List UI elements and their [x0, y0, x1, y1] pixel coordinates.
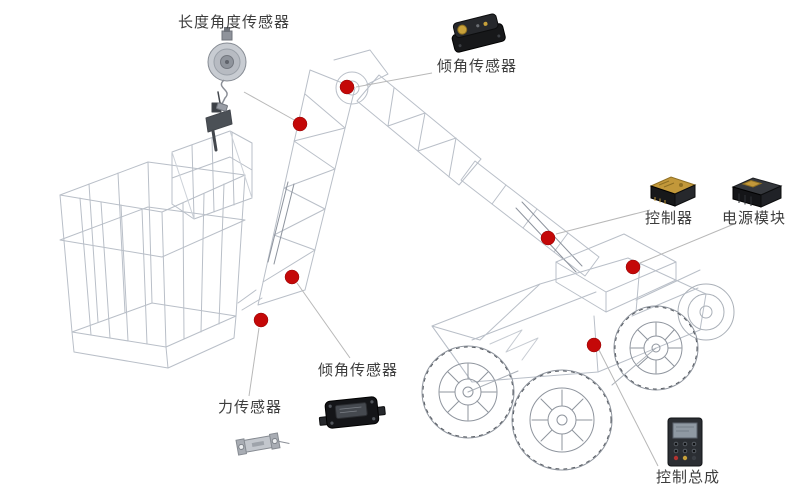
label-power-module: 电源模块 — [722, 209, 787, 227]
leader-lines — [243, 72, 735, 467]
control-assembly-image — [667, 417, 703, 467]
label-tilt-sensor-top: 倾角传感器 — [437, 57, 518, 75]
wheel-rear-left — [511, 369, 613, 471]
marker-main-boom — [540, 230, 556, 246]
wheels-wireframe — [421, 283, 735, 471]
leader-tilt-sensor-bottom — [296, 282, 351, 359]
leader-force-sensor — [248, 327, 260, 397]
marker-boom-elbow — [339, 79, 355, 95]
label-tilt-sensor-bottom: 倾角传感器 — [318, 361, 399, 379]
wheel-front-left — [421, 345, 515, 439]
label-force-sensor: 力传感器 — [218, 398, 283, 416]
basket-mount-bracket — [205, 91, 233, 152]
marker-upper-riser — [292, 116, 308, 132]
marker-basket-link — [253, 312, 269, 328]
label-control-assembly: 控制总成 — [656, 468, 721, 486]
power-module-image — [731, 177, 783, 208]
main-boom-wireframe — [356, 74, 600, 277]
wheel-front-right — [613, 305, 699, 391]
marker-lower-riser — [284, 269, 300, 285]
sensor-markers — [253, 79, 641, 353]
leader-controller — [555, 209, 651, 235]
tilt-sensor-top-image — [451, 13, 506, 53]
controller-image — [649, 176, 697, 207]
leader-control-assembly — [598, 349, 659, 467]
marker-turntable — [625, 259, 641, 275]
boom-lift-wireframe — [59, 49, 735, 471]
riser-boom-wireframe — [237, 69, 356, 311]
leader-power-module — [639, 223, 735, 264]
label-controller: 控制器 — [645, 209, 694, 227]
label-length-angle-sensor: 长度角度传感器 — [178, 13, 291, 31]
platform-basket-wireframe — [59, 130, 253, 369]
wheel-rear-right — [677, 283, 735, 341]
marker-chassis — [586, 337, 602, 353]
leader-tilt-sensor-top — [355, 72, 433, 88]
force-sensor-image — [235, 432, 290, 456]
leader-length-angle-sensor — [243, 91, 297, 122]
cable-reel-sensor-image — [207, 27, 247, 112]
tilt-sensor-bottom-image — [318, 396, 386, 429]
